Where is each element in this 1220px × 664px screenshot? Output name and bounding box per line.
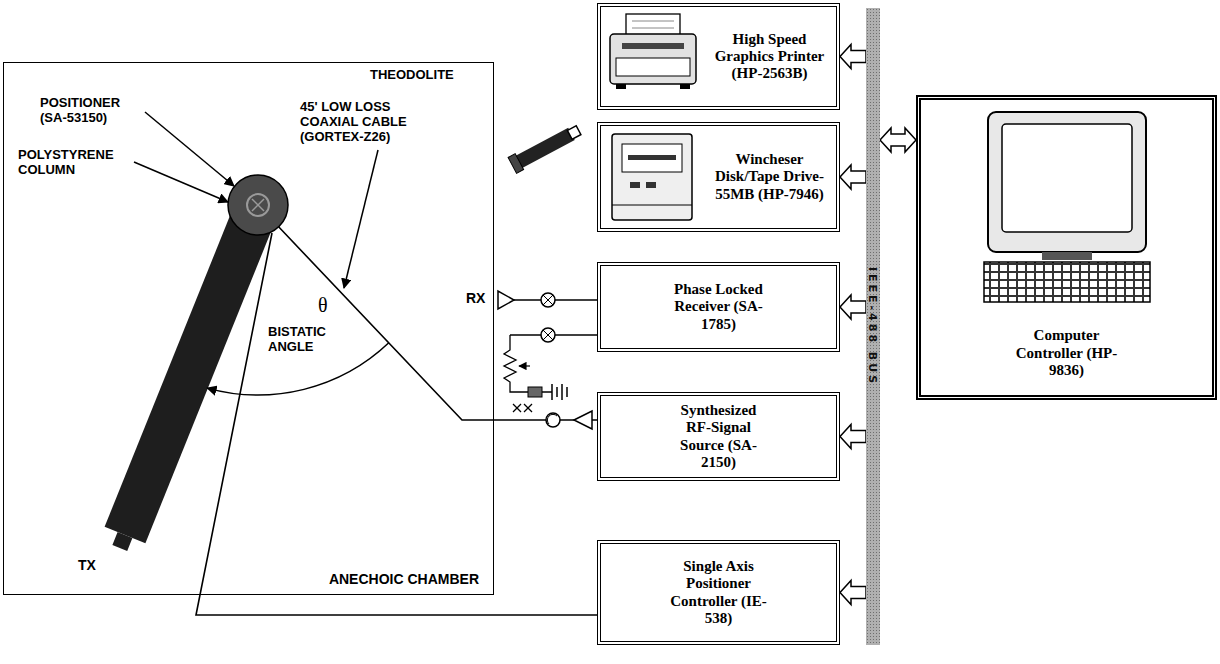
node-text: Computer Controller (HP-9836) <box>1012 327 1122 379</box>
rx-antenna <box>498 291 514 309</box>
computer-icon <box>984 112 1150 302</box>
callout-label: THEODOLITE <box>370 68 454 83</box>
instrument-box: Synthesized RF-Signal Source (SA-2150) <box>597 392 840 481</box>
chamber-box: ANECHOIC CHAMBER <box>3 62 494 595</box>
load-symbol <box>528 387 542 397</box>
node-text: Synthesized RF-Signal Source (SA-2150) <box>669 402 769 471</box>
bus-arrow <box>840 581 866 605</box>
battery-symbol <box>542 384 567 400</box>
callout-label: POLYSTYRENE COLUMN <box>18 148 130 178</box>
leader-line <box>134 162 228 202</box>
mixer-symbol <box>541 293 555 307</box>
instrument-box: Wincheser Disk/Tape Drive-55MB (HP-7946) <box>597 122 840 232</box>
bus-band: IEEE-488 BUS <box>866 8 880 645</box>
positioner <box>228 175 288 235</box>
node-text: Wincheser Disk/Tape Drive-55MB (HP-7946) <box>715 151 825 203</box>
leader-line <box>145 112 234 186</box>
node-text: Phase Locked Receiver (SA-1785) <box>659 281 779 333</box>
bus-arrow <box>840 425 866 449</box>
tx-antenna <box>105 197 279 543</box>
potentiometer <box>504 335 528 392</box>
bus-arrow <box>880 128 916 152</box>
bus-arrow <box>840 165 866 189</box>
column-mark <box>252 199 264 211</box>
mixer-symbol <box>541 328 555 342</box>
instrument-box: Phase Locked Receiver (SA-1785) <box>597 262 840 352</box>
computer-box: Computer Controller (HP-9836) <box>916 95 1217 400</box>
callout-label: POSITIONER (SA-53150) <box>40 96 140 126</box>
node-text: High Speed Graphics Printer (HP-2563B) <box>715 31 825 83</box>
callout-label: θ <box>318 294 328 316</box>
node-text: IEEE-488 BUS <box>868 267 879 386</box>
leader-line <box>344 150 378 288</box>
polystyrene-column <box>247 194 269 216</box>
printer-icon <box>610 14 696 89</box>
bus-arrow <box>840 45 866 69</box>
amplifier-symbol <box>574 411 592 429</box>
node-text: Single Axis Positioner Controller (IE-53… <box>669 558 769 627</box>
callout-label: TX <box>78 558 96 573</box>
wiper <box>519 365 530 366</box>
theodolite-icon <box>508 122 583 173</box>
callout-label: 45' LOW LOSS COAXIAL CABLE (GORTEX-Z26) <box>300 100 428 145</box>
instrument-box: High Speed Graphics Printer (HP-2563B) <box>597 3 840 110</box>
column-mark <box>252 199 264 211</box>
attenuator-mark <box>513 404 532 412</box>
callout-label: RX <box>466 291 485 306</box>
coupler-symbol <box>546 413 560 427</box>
coax-cable <box>279 227 597 420</box>
callout-label: BISTATIC ANGLE <box>268 325 350 355</box>
tx-connector <box>112 532 132 551</box>
bus-arrow <box>840 295 866 319</box>
positioner-wire <box>196 233 597 615</box>
coupler-mark <box>547 414 557 424</box>
node-text: ANECHOIC CHAMBER <box>329 572 479 587</box>
instrument-box: Single Axis Positioner Controller (IE-53… <box>597 540 840 645</box>
disk-drive-icon <box>612 134 692 220</box>
